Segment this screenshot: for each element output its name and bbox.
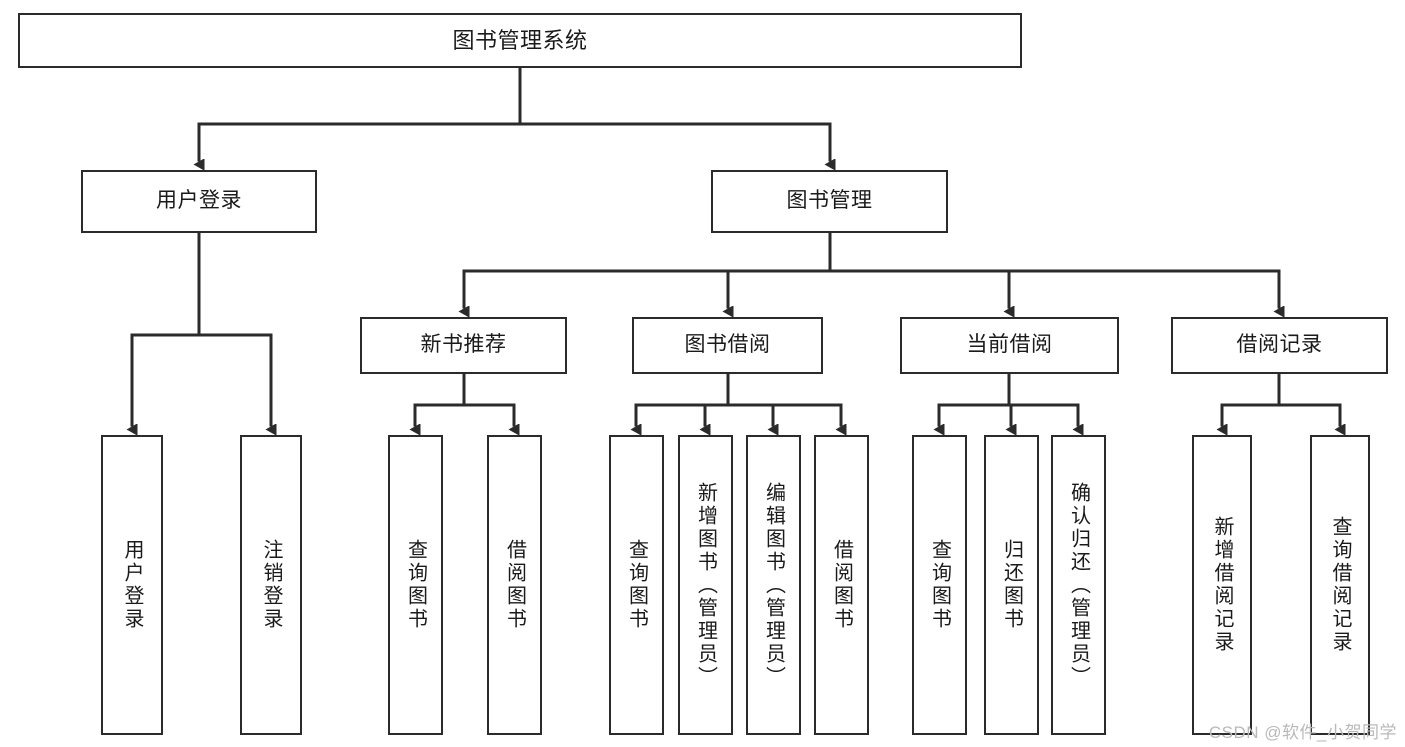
node-book-borrow[interactable]: 图书借阅 [632,317,823,374]
node-leaf-query-record[interactable]: 查询借阅记录 [1310,435,1370,735]
node-leaf-return-book-label: 归还图书 [1000,539,1023,631]
node-leaf-query-book-b[interactable]: 查询图书 [609,435,664,735]
node-leaf-user-login-label: 用户登录 [121,539,143,631]
node-book-manage-label: 图书管理 [786,189,873,213]
node-book-borrow-label: 图书借阅 [684,333,771,357]
node-book-manage[interactable]: 图书管理 [711,170,948,233]
node-leaf-logout[interactable]: 注销登录 [240,435,302,735]
node-root-label: 图书管理系统 [452,27,588,53]
node-leaf-confirm-return-label: 确认归还（管理员） [1067,481,1090,689]
node-leaf-query-book-b-label: 查询图书 [625,539,648,631]
node-new-book-recommend-label: 新书推荐 [420,333,507,357]
node-current-borrow-label: 当前借阅 [966,333,1053,357]
node-borrow-record[interactable]: 借阅记录 [1171,317,1388,374]
node-leaf-user-login[interactable]: 用户登录 [101,435,163,735]
node-leaf-add-book[interactable]: 新增图书（管理员） [678,435,733,735]
node-leaf-query-book-c[interactable]: 查询图书 [912,435,967,735]
node-leaf-return-book[interactable]: 归还图书 [984,435,1039,735]
node-leaf-logout-label: 注销登录 [260,539,282,631]
node-root[interactable]: 图书管理系统 [18,13,1022,68]
node-leaf-borrow-book-a[interactable]: 借阅图书 [487,435,542,735]
node-leaf-query-book-a[interactable]: 查询图书 [388,435,443,735]
node-leaf-borrow-book-b[interactable]: 借阅图书 [814,435,869,735]
node-leaf-query-book-a-label: 查询图书 [404,539,427,631]
node-leaf-confirm-return[interactable]: 确认归还（管理员） [1051,435,1106,735]
node-leaf-add-book-label: 新增图书（管理员） [694,481,717,689]
node-leaf-add-record-label: 新增借阅记录 [1211,516,1233,654]
node-borrow-record-label: 借阅记录 [1236,333,1323,357]
node-new-book-recommend[interactable]: 新书推荐 [360,317,567,374]
node-current-borrow[interactable]: 当前借阅 [900,317,1119,374]
node-user-login[interactable]: 用户登录 [81,170,317,233]
node-leaf-borrow-book-a-label: 借阅图书 [503,539,526,631]
node-leaf-query-record-label: 查询借阅记录 [1329,516,1351,654]
node-leaf-add-record[interactable]: 新增借阅记录 [1192,435,1252,735]
node-leaf-borrow-book-b-label: 借阅图书 [830,539,853,631]
node-leaf-edit-book[interactable]: 编辑图书（管理员） [746,435,801,735]
node-leaf-edit-book-label: 编辑图书（管理员） [762,481,785,689]
node-user-login-label: 用户登录 [156,189,242,213]
node-leaf-query-book-c-label: 查询图书 [928,539,951,631]
